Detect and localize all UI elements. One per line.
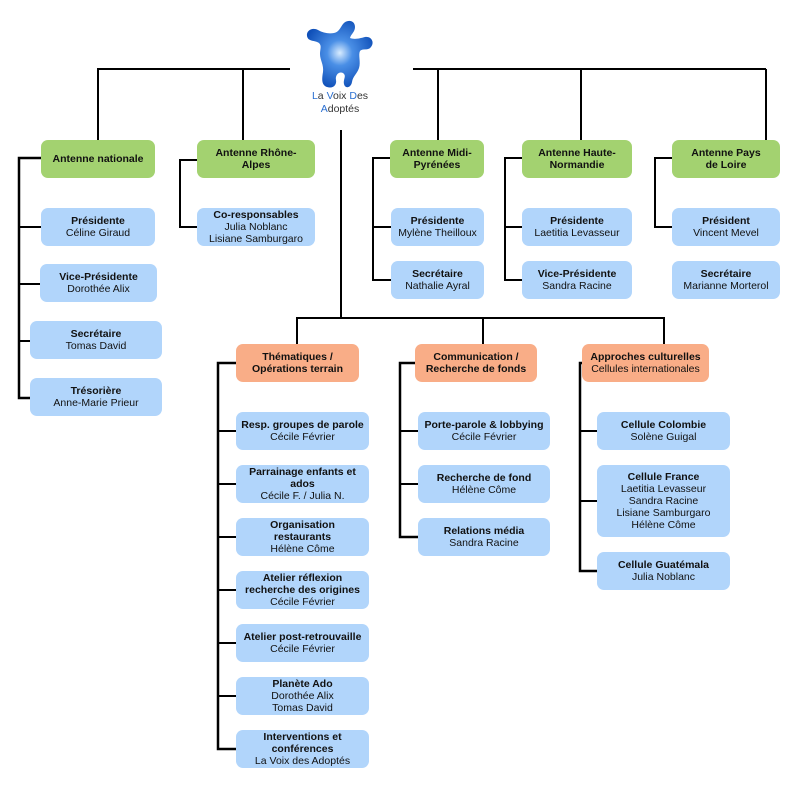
pole-approches-culturelles: Approches culturelles Cellules internati… xyxy=(582,344,709,382)
role-card: Présidente Laetitia Levasseur xyxy=(522,208,632,246)
role-card: Vice-Présidente Dorothée Alix xyxy=(40,264,157,302)
activity-card: Parrainage enfants et ados Cécile F. / J… xyxy=(236,465,369,503)
role-card: Présidente Céline Giraud xyxy=(41,208,155,246)
antenne-pays-de-loire: Antenne Pays de Loire xyxy=(672,140,780,178)
logo: La Voix Des Adoptés xyxy=(298,18,382,128)
antenne-midi-pyrenees: Antenne Midi-Pyrénées xyxy=(390,140,484,178)
activity-card: Atelier réflexion recherche des origines… xyxy=(236,571,369,609)
activity-card: Resp. groupes de parole Cécile Février xyxy=(236,412,369,450)
bracket-rhone-alpes xyxy=(179,159,197,228)
pole-communication: Communication / Recherche de fonds xyxy=(415,344,537,382)
role-card: Président Vincent Mevel xyxy=(672,208,780,246)
pole-thematiques: Thématiques / Opérations terrain xyxy=(236,344,359,382)
cellule-card: Cellule Guatémala Julia Noblanc xyxy=(597,552,730,590)
cellule-card: Cellule Colombie Solène Guigal xyxy=(597,412,730,450)
role-card: Secrétaire Marianne Morterol xyxy=(672,261,780,299)
role-card: Secrétaire Nathalie Ayral xyxy=(391,261,484,299)
activity-card: Interventions et conférences La Voix des… xyxy=(236,730,369,768)
role-card: Secrétaire Tomas David xyxy=(30,321,162,359)
activity-card: Atelier post-retrouvaille Cécile Février xyxy=(236,624,369,662)
bracket-thematiques xyxy=(216,361,236,751)
connector-poles xyxy=(296,317,665,344)
role-card: Trésorière Anne-Marie Prieur xyxy=(30,378,162,416)
activity-card: Porte-parole & lobbying Cécile Février xyxy=(418,412,550,450)
antenne-nationale: Antenne nationale xyxy=(41,140,155,178)
role-card: Vice-Présidente Sandra Racine xyxy=(522,261,632,299)
bracket-haute-normandie xyxy=(504,157,522,281)
activity-card: Relations média Sandra Racine xyxy=(418,518,550,556)
antenne-haute-normandie: Antenne Haute-Normandie xyxy=(522,140,632,178)
bracket-antenne-nationale xyxy=(17,156,41,400)
puzzle-piece-person-icon xyxy=(306,20,373,88)
role-card: Co-responsables Julia Noblanc Lisiane Sa… xyxy=(197,208,315,246)
antenne-rhone-alpes: Antenne Rhône-Alpes xyxy=(197,140,315,178)
bracket-communication xyxy=(398,361,418,539)
activity-card: Planète Ado Dorothée Alix Tomas David xyxy=(236,677,369,715)
activity-card: Organisation restaurants Hélène Côme xyxy=(236,518,369,556)
activity-card: Recherche de fond Hélène Côme xyxy=(418,465,550,503)
bracket-approches xyxy=(578,361,597,573)
role-card: Présidente Mylène Theilloux xyxy=(391,208,484,246)
connector-logo-left xyxy=(97,68,244,140)
organization-name: La Voix Des Adoptés xyxy=(311,90,369,115)
bracket-pays-de-loire xyxy=(654,157,672,228)
bracket-midi-pyrenees xyxy=(372,157,391,281)
cellule-card: Cellule France Laetitia Levasseur Sandra… xyxy=(597,465,730,537)
